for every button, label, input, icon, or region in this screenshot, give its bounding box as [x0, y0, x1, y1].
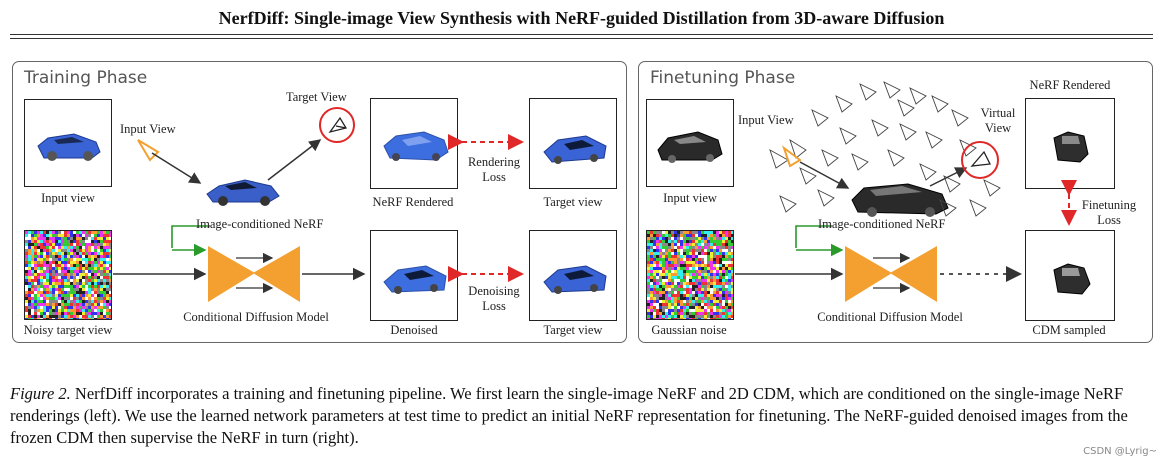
- nerf-rendered-caption: NeRF Rendered: [372, 195, 454, 209]
- finetuning-phase-title: Finetuning Phase: [650, 68, 796, 88]
- rendering-loss-line1: Rendering: [467, 155, 521, 169]
- target-view-caption-bottom: Target view: [543, 323, 603, 337]
- ft-car-cdm: [1053, 263, 1091, 295]
- car-nerf-rendered: [383, 131, 449, 161]
- denoised-caption: Denoised: [390, 323, 438, 337]
- ft-nerf-label: Image-conditioned NeRF: [818, 217, 946, 231]
- cdm-encoder: [208, 246, 255, 302]
- ft-cdm-label: Conditional Diffusion Model: [817, 310, 963, 324]
- cdm-sampled-caption: CDM sampled: [1032, 323, 1106, 337]
- caption-text: NerfDiff incorporates a training and fin…: [10, 384, 1128, 447]
- cdm-decoder: [253, 246, 300, 302]
- figure-caption: Figure 2. NerfDiff incorporates a traini…: [10, 383, 1153, 449]
- nerf-label: Image-conditioned NeRF: [196, 217, 324, 231]
- input-arrow: [151, 152, 202, 184]
- ft-virtual-arrow: [929, 167, 968, 187]
- target-view-label: Target View: [286, 90, 347, 104]
- ft-car-nerf: [1053, 131, 1089, 163]
- finetuning-loss-line2: Loss: [1097, 213, 1121, 227]
- car-center: [206, 179, 280, 206]
- figure-label: Figure 2.: [10, 384, 71, 403]
- figure-title: NerfDiff: Single-image View Synthesis wi…: [218, 8, 945, 28]
- training-phase-title: Training Phase: [24, 68, 148, 88]
- car-target-top: [543, 135, 607, 164]
- top-rule: [10, 34, 1153, 35]
- green-cond-line: [171, 225, 210, 248]
- ft-cdm-encoder: [845, 246, 892, 302]
- denoising-loss-line2: Loss: [482, 299, 506, 313]
- noisy-target-view-image: [24, 230, 112, 320]
- ft-car-center: [851, 183, 949, 217]
- car-denoised: [383, 265, 447, 294]
- denoising-loss-line1: Denoising: [468, 284, 520, 298]
- rendering-loss-line2: Loss: [482, 170, 506, 184]
- virtual-view-line2: View: [984, 121, 1012, 135]
- top-rule-2: [10, 38, 1153, 39]
- cdm-label: Conditional Diffusion Model: [183, 310, 329, 324]
- input-camera-icon: [137, 139, 160, 162]
- car-target-bottom: [543, 265, 607, 294]
- target-circle: [319, 107, 355, 143]
- input-view-caption: Input view: [41, 191, 95, 205]
- ft-input-arrow: [799, 161, 850, 189]
- ft-nerf-rendered-label: NeRF Rendered: [1029, 78, 1111, 92]
- virtual-view-line1: Virtual: [980, 106, 1016, 120]
- target-camera-icon: [328, 116, 348, 134]
- finetuning-panel: [638, 61, 1153, 343]
- watermark: CSDN @Lyrig~: [1083, 446, 1157, 457]
- virtual-camera-icon: [970, 150, 991, 167]
- gaussian-noise-image: [646, 230, 734, 320]
- virtual-cameras-cloud: [769, 81, 1001, 217]
- ft-input-view-caption: Input view: [663, 191, 717, 205]
- car-input: [37, 133, 101, 161]
- training-panel: [12, 61, 627, 343]
- ft-input-view-label: Input View: [738, 113, 794, 127]
- target-arrow: [267, 139, 322, 181]
- ft-car-input: [657, 131, 723, 163]
- target-view-caption-top: Target view: [543, 195, 603, 209]
- finetuning-loss-line1: Finetuning: [1081, 198, 1137, 212]
- ft-cdm-decoder: [890, 246, 937, 302]
- noisy-caption: Noisy target view: [23, 323, 113, 337]
- virtual-circle: [961, 141, 999, 179]
- input-view-label: Input View: [120, 122, 176, 136]
- gaussian-caption: Gaussian noise: [651, 323, 727, 337]
- ft-input-camera-icon: [782, 145, 802, 168]
